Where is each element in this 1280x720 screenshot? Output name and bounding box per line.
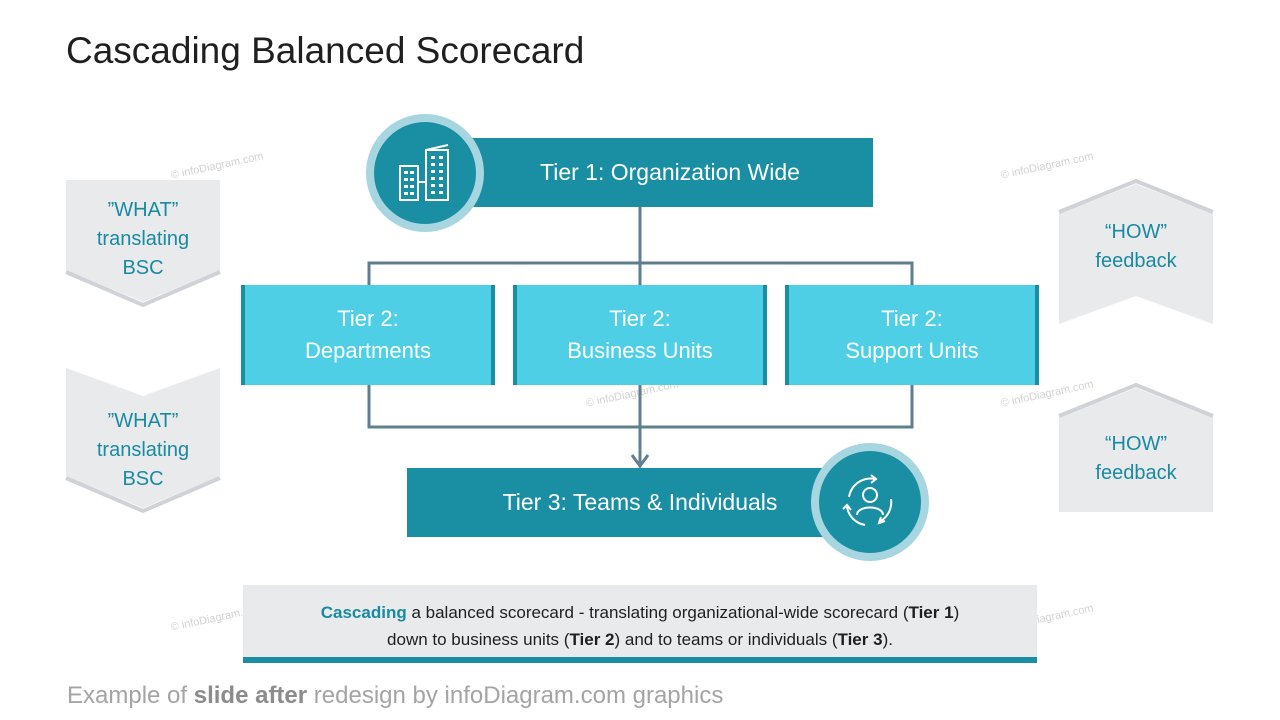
tier3-box: [407, 468, 827, 537]
how-chevron-2: [1058, 382, 1214, 512]
person-cycle-icon: [842, 474, 893, 526]
how-chevron-1: [1058, 178, 1214, 324]
tier1-icon-circle: [366, 114, 484, 232]
how-chevron-text: “HOW” feedback: [1095, 221, 1177, 272]
description-box: [243, 585, 1037, 663]
tier1-box: [456, 138, 873, 207]
footer-caption: Example of slide after redesign by infoD…: [67, 682, 724, 709]
office-buildings-icon: [399, 144, 449, 201]
slide-title: Cascading Balanced Scorecard: [66, 30, 585, 71]
what-chevron-1: [65, 180, 221, 308]
tier2-departments-box: Tier 2: Departments: [241, 285, 495, 385]
what-chevron-text: ”WHAT” translating BSC: [96, 199, 190, 279]
tier1-label: Tier 1: Organization Wide: [540, 159, 800, 185]
tier3-label: Tier 3: Teams & Individuals: [502, 489, 778, 515]
tier3-icon-circle: [811, 443, 929, 561]
how-chevron-text: “HOW” feedback: [1095, 433, 1177, 484]
what-chevron-2: [65, 368, 221, 514]
description-text: Cascading a balanced scorecard - transla…: [320, 603, 960, 649]
tier2-support-units-box: Tier 2: Support Units: [785, 285, 1039, 385]
tier2-business-units-box: Tier 2: Business Units: [513, 285, 767, 385]
what-chevron-text: ”WHAT” translating BSC: [96, 410, 190, 490]
